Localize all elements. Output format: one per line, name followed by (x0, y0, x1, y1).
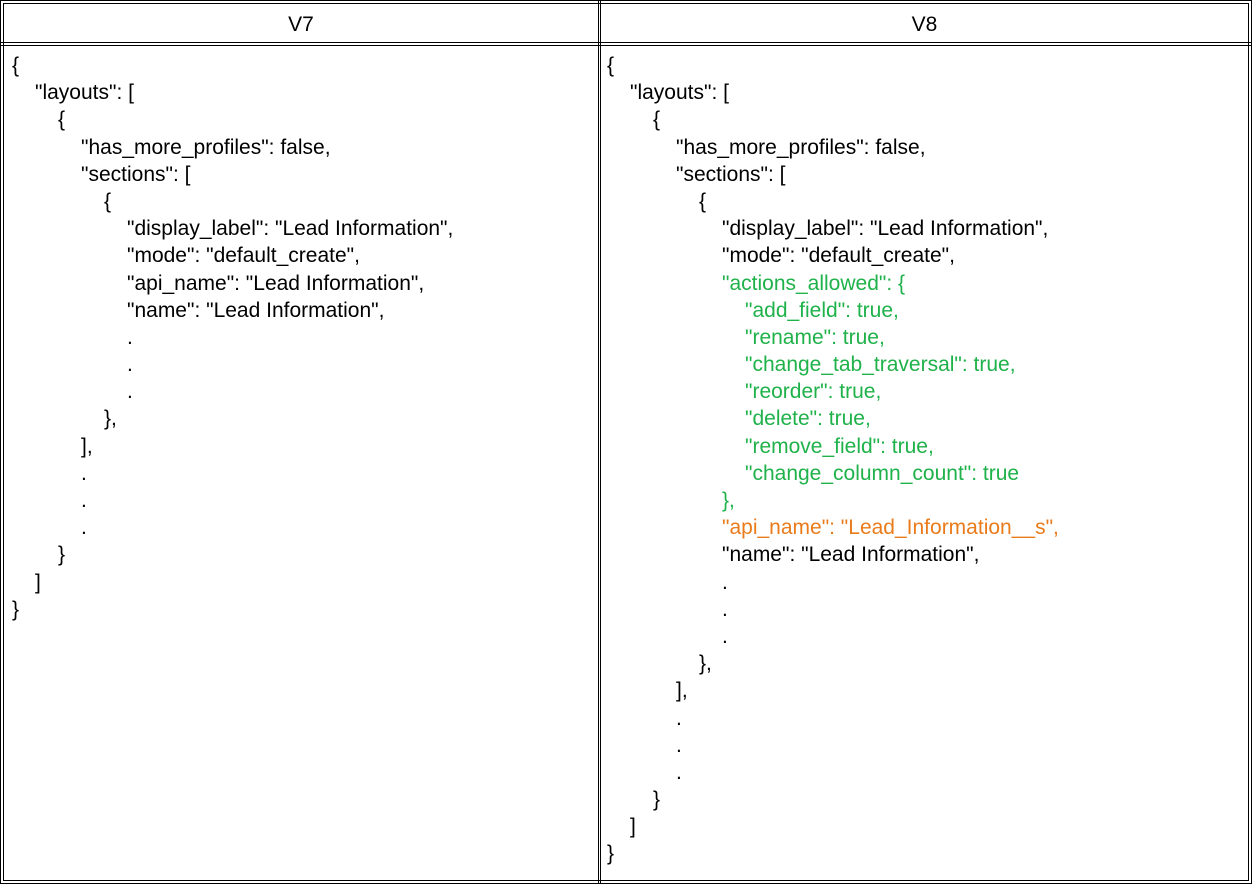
code-line: "change_tab_traversal": true, (745, 353, 1016, 377)
code-line: "has_more_profiles": false, (676, 135, 926, 159)
code-line: } (653, 788, 661, 812)
column-header-v8: V8 (911, 13, 938, 36)
v7-json-sample: { "layouts": [ { "has_more_profiles": false… (12, 52, 453, 623)
code-line: "layouts": [ (630, 81, 729, 105)
code-line: . (676, 760, 682, 784)
code-line: "layouts": [ (35, 81, 134, 105)
code-line: }, (104, 407, 117, 431)
code-line: ], (81, 434, 93, 458)
code-line: "name": "Lead Information", (127, 298, 385, 322)
code-line: "change_column_count": true (745, 461, 1020, 485)
code-line: . (81, 516, 87, 540)
code-line: { (653, 108, 661, 132)
code-line: "delete": true, (745, 407, 871, 431)
code-line: "has_more_profiles": false, (81, 135, 331, 159)
code-line: "actions_allowed": { (722, 271, 906, 295)
code-line: "remove_field": true, (745, 434, 934, 458)
code-line: ] (630, 815, 636, 839)
code-line: . (81, 489, 87, 512)
code-line: { (104, 189, 112, 213)
code-line: { (12, 54, 20, 77)
code-line: . (722, 597, 728, 621)
code-line: "sections": [ (81, 162, 191, 186)
code-line: { (58, 108, 66, 132)
code-line: "add_field": true, (745, 298, 899, 322)
code-line: ], (676, 679, 688, 703)
code-line: } (58, 543, 66, 567)
code-line: "sections": [ (676, 162, 786, 186)
header-divider (0, 42, 1252, 46)
code-line: "rename": true, (745, 325, 885, 349)
code-line: "display_label": "Lead Information", (127, 217, 454, 241)
code-line: }, (699, 652, 712, 676)
column-header-v7: V7 (288, 13, 314, 36)
column-divider (598, 0, 601, 884)
code-line: . (676, 706, 682, 730)
v8-json-sample: { "layouts": [ { "has_more_profiles": false… (607, 52, 1059, 868)
code-line: ] (35, 570, 41, 594)
code-line: . (676, 733, 682, 757)
code-line: . (127, 380, 133, 404)
code-line: "reorder": true, (745, 380, 882, 404)
code-line: "mode": "default_create", (127, 244, 360, 268)
code-line: "api_name": "Lead Information", (127, 271, 425, 295)
code-line: "name": "Lead Information", (722, 543, 980, 567)
code-line: . (127, 325, 133, 349)
code-line: } (607, 842, 615, 866)
code-line: "api_name": "Lead_Information__s", (722, 516, 1059, 540)
code-line: "mode": "default_create", (722, 244, 955, 268)
code-line: . (722, 624, 728, 648)
code-line: { (699, 189, 707, 213)
code-line: }, (722, 489, 735, 512)
code-line: } (12, 597, 20, 621)
code-line: . (127, 353, 133, 377)
code-line: . (722, 570, 728, 594)
code-line: "display_label": "Lead Information", (722, 217, 1049, 241)
code-line: . (81, 461, 87, 485)
code-line: { (607, 54, 615, 77)
